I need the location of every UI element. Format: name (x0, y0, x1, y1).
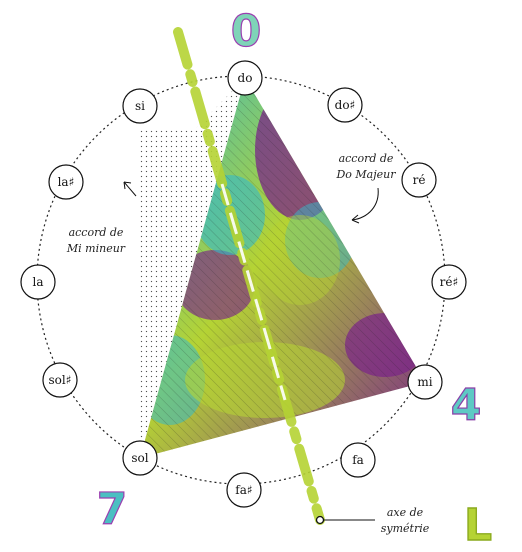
note-label-re: ré (413, 173, 426, 187)
note-node-re-sharp: ré♯ (431, 264, 467, 300)
axis-caption-line2: symétrie (381, 522, 430, 535)
handwritten-four: 4 (451, 380, 482, 431)
note-node-do-sharp: do♯ (327, 87, 363, 123)
note-label-fa: fa (352, 453, 364, 467)
note-node-re: ré (401, 162, 437, 198)
note-label-sol: sol (131, 451, 148, 465)
handwritten-l: L (464, 500, 492, 551)
axis-caption-line1: axe de (387, 506, 424, 519)
do-major-caption-line1: accord de (339, 152, 394, 165)
note-node-fa-sharp: fa♯ (226, 472, 262, 508)
mi-minor-caption-line1: accord de (69, 226, 124, 239)
do-major-arrow (351, 187, 379, 221)
note-label-do: do (238, 71, 253, 85)
note-label-sol-sharp: sol♯ (48, 373, 71, 387)
note-label-re-sharp: ré♯ (440, 275, 459, 289)
note-node-mi: mi (407, 364, 443, 400)
note-node-do: do (227, 60, 263, 96)
note-label-do-sharp: do♯ (335, 98, 356, 112)
handwritten-zero: 0 (231, 6, 262, 57)
mi-minor-caption-line2: Mi mineur (66, 242, 126, 255)
note-label-mi: mi (417, 375, 432, 389)
axis-marker (315, 515, 325, 525)
note-node-fa: fa (340, 442, 376, 478)
note-node-la: la (20, 264, 56, 300)
note-node-sol: sol (122, 440, 158, 476)
do-major-caption-line2: Do Majeur (335, 168, 396, 181)
note-node-si: si (122, 88, 158, 124)
note-label-la: la (33, 275, 44, 289)
mi-minor-arrow (123, 181, 137, 197)
note-label-si: si (135, 99, 145, 113)
note-label-fa-sharp: fa♯ (235, 483, 252, 497)
handwritten-seven: 7 (97, 484, 128, 535)
note-node-sol-sharp: sol♯ (42, 362, 78, 398)
note-node-la-sharp: la♯ (48, 164, 84, 200)
note-label-la-sharp: la♯ (58, 175, 75, 189)
